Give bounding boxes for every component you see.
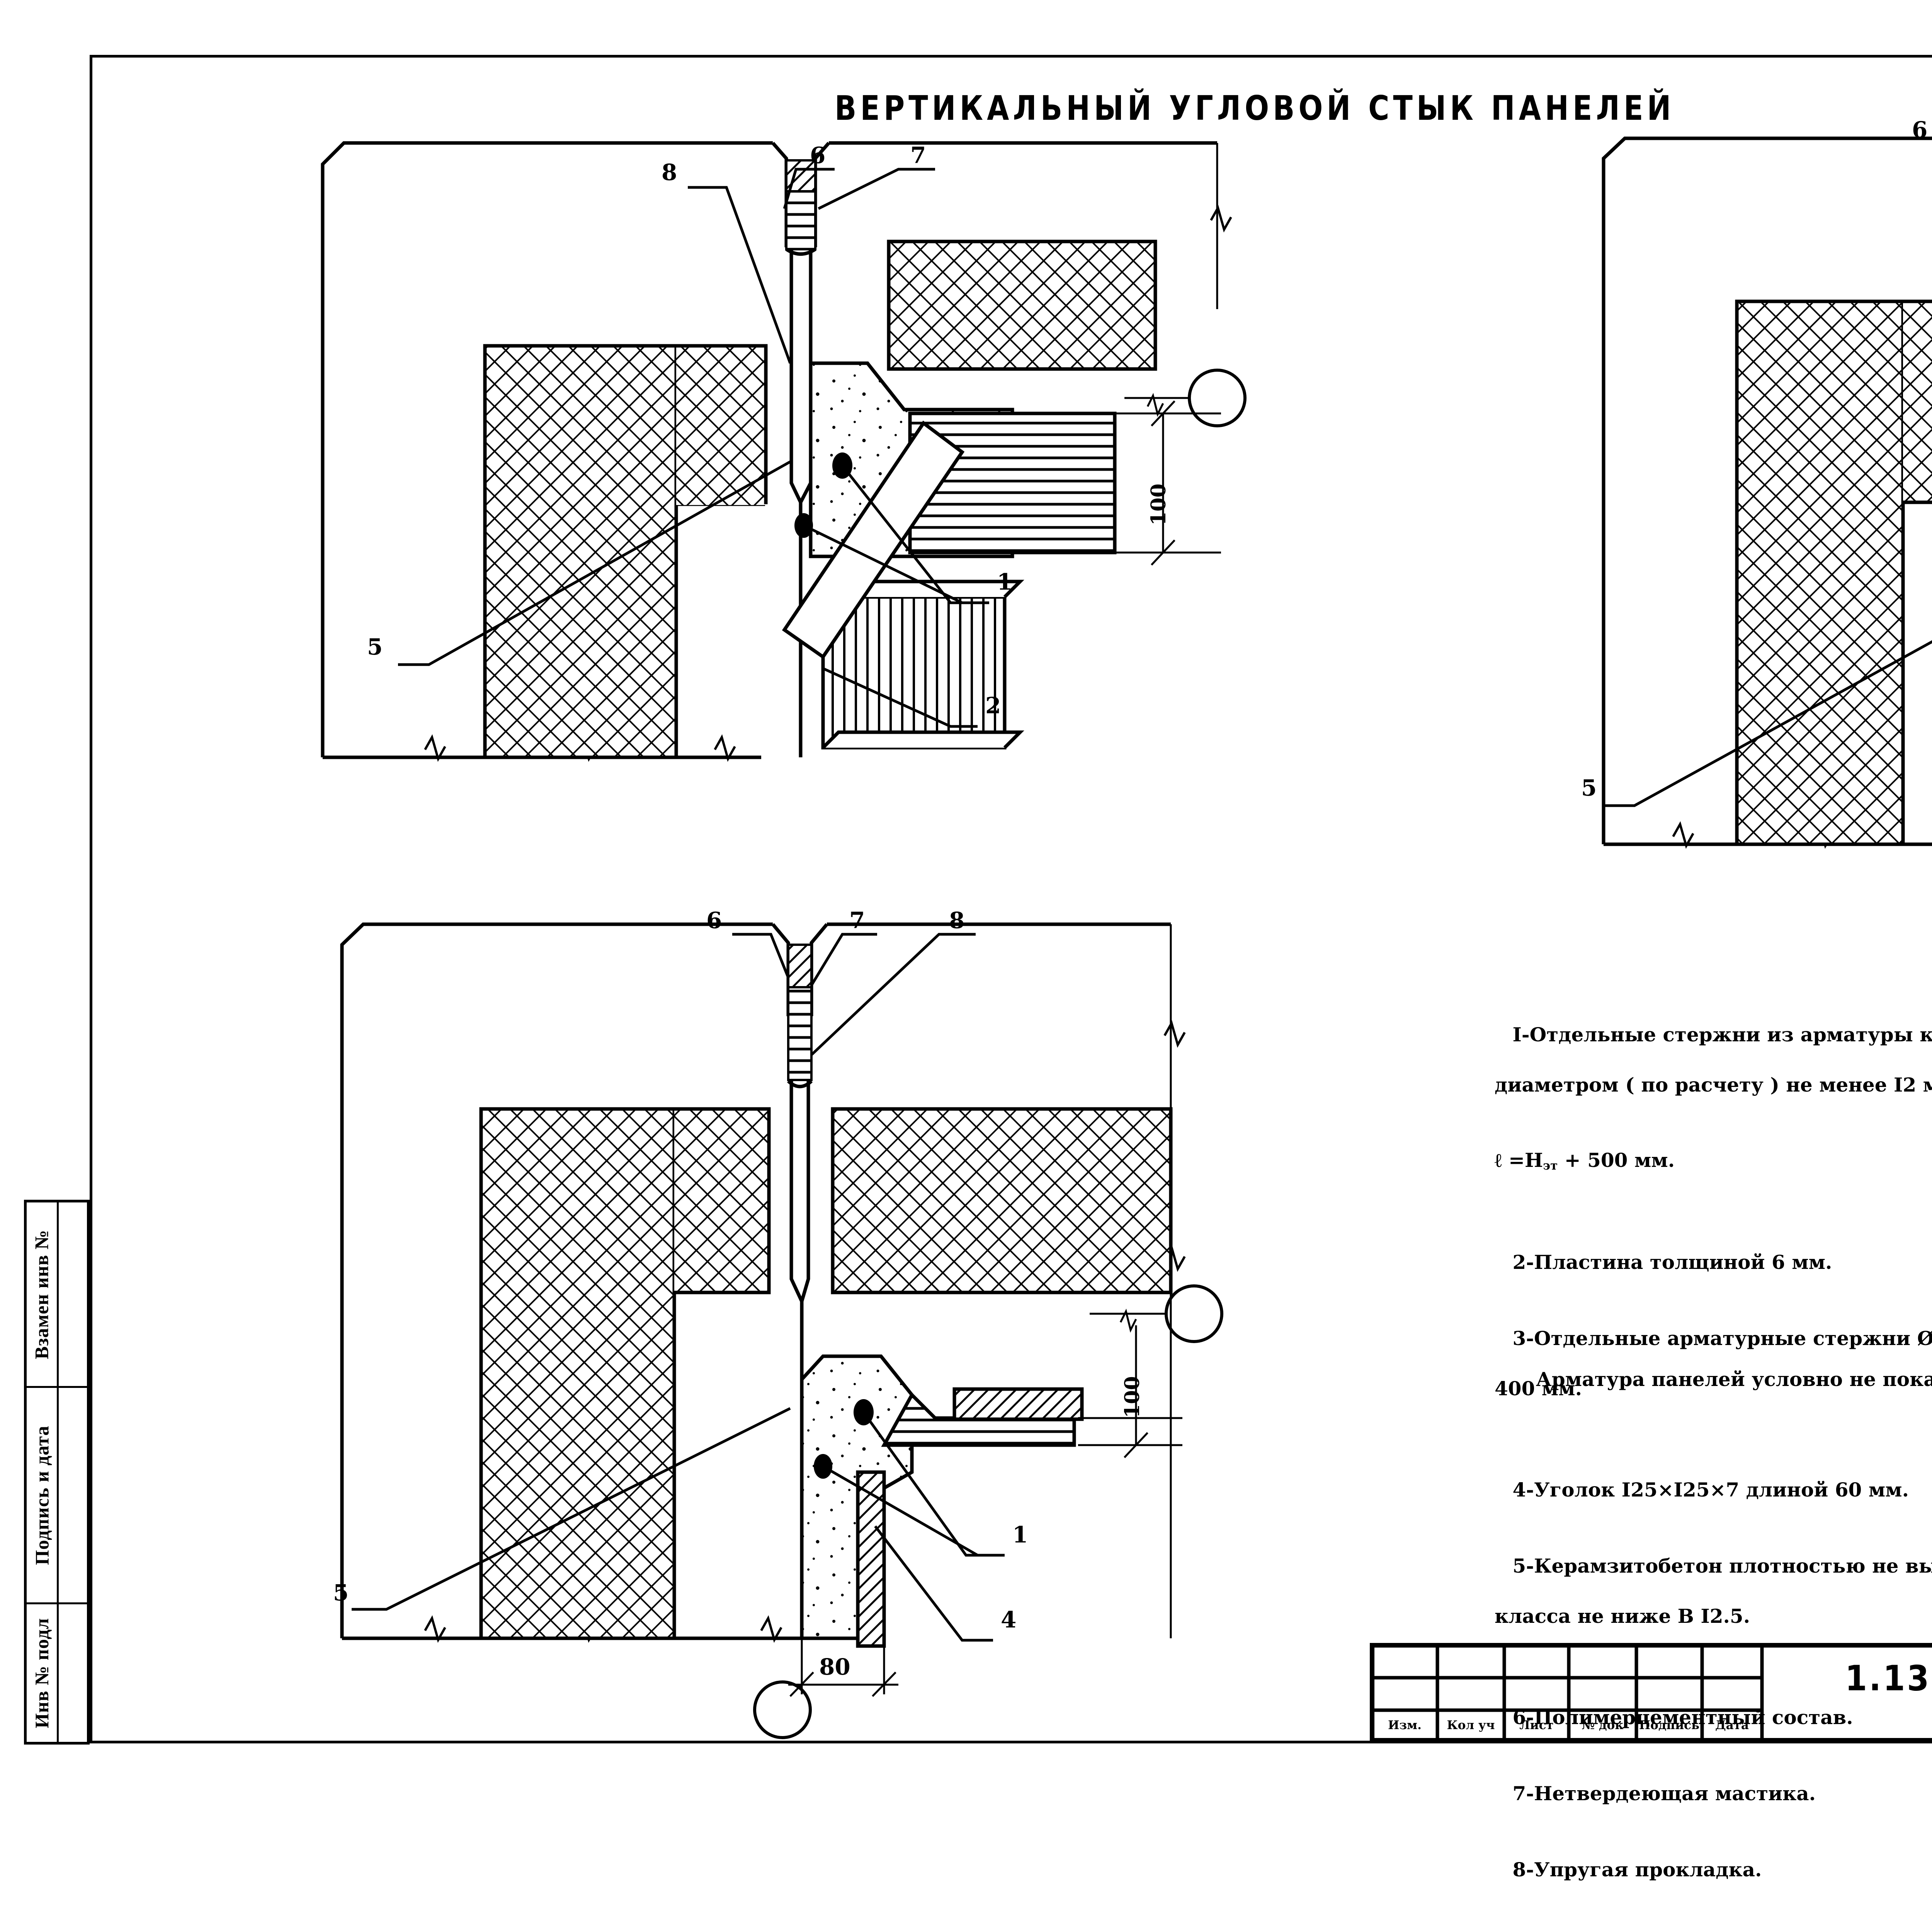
left-stamp-strip: Взамен инв № Подпись и дата Инв № подл (24, 1200, 90, 1745)
legend-item-1: I-Отдельные стержни из арматуры класса А… (1472, 997, 1932, 1224)
callout-6-bottom-left: 6 (706, 907, 722, 934)
detail-bottom-left: 6 7 8 5 1 4 100 80 (270, 869, 1260, 1704)
strip-label-zamen: Взамен инв № (31, 1229, 53, 1359)
callout-4-bottom-left: 4 (1001, 1607, 1017, 1633)
tb-col-podpis: Подпись (1639, 1718, 1700, 1732)
tb-col-data: Дата (1715, 1718, 1749, 1732)
legend-item-1-line3: ℓ =Hэт + 500 мм. (1472, 1148, 1932, 1173)
strip-right-rows (57, 1202, 90, 1742)
legend-item-1-formula-sub: эт (1543, 1158, 1558, 1173)
legend-item-1-formula-pre: ℓ =H (1495, 1149, 1543, 1172)
drawing-sheet: 43 Взамен инв № Подпись и дата Инв № под… (24, 55, 1932, 1881)
page-title: ВЕРТИКАЛЬНЫЙ УГЛОВОЙ СТЫК ПАНЕЛЕЙ (835, 89, 1675, 128)
legend-item-7: 7-Нетвердеющая мастика. (1472, 1756, 1932, 1831)
tb-col-list: Лист (1519, 1718, 1554, 1732)
callout-2-top-left: 2 (985, 692, 1001, 719)
drawing-frame (90, 55, 1932, 1743)
legend-item-7-line1: Нетвердеющая мастика. (1534, 1782, 1816, 1805)
callout-5-bottom-left: 5 (333, 1580, 349, 1606)
section-marker-bottom-left (746, 1673, 819, 1746)
detail-right: 6 7 8 5 1 3 100 80 (1507, 93, 1932, 966)
legend-item-2-line1: Пластина толщиной 6 мм. (1534, 1251, 1832, 1274)
legend-item-1-num: I- (1512, 1023, 1530, 1046)
title-block-header-row: Изм. Кол уч Лист № док Подпись Дата (1372, 1710, 1762, 1740)
strip-cell-zamen: Взамен инв № (27, 1202, 57, 1388)
tb-col-koluch: Кол уч (1447, 1718, 1495, 1732)
legend-item-7-num: 7- (1512, 1782, 1534, 1805)
legend-item-1-line1: Отдельные стержни из арматуры класса А-I… (1529, 1023, 1932, 1046)
dimension-80-bottom-left: 80 (819, 1654, 850, 1680)
callout-5-right: 5 (1581, 775, 1597, 801)
callout-1-top-left: 1 (997, 569, 1013, 595)
callout-1-bottom-left: 1 (1012, 1522, 1028, 1548)
legend-list: I-Отдельные стержни из арматуры класса А… (1472, 997, 1932, 1908)
legend-item-3-num: 3- (1512, 1327, 1534, 1350)
strip-label-podpis: Подпись и дата (31, 1425, 53, 1565)
drawing-code: 1.131.1 - 21.98.0 - СМ2 (1845, 1658, 1932, 1699)
legend-item-2: 2-Пластина толщиной 6 мм. (1472, 1224, 1932, 1300)
legend-item-1-line2: диаметром ( по расчету ) не менее I2 мм … (1495, 1073, 1932, 1096)
callout-8-bottom-left: 8 (949, 907, 965, 934)
legend-item-4-line1: Уголок I25×I25×7 длиной 60 мм. (1534, 1478, 1909, 1502)
strip-cell-inv: Инв № подл (27, 1604, 57, 1742)
legend-item-1-formula-post: + 500 мм. (1558, 1149, 1675, 1172)
strip-label-inv: Инв № подл (31, 1618, 53, 1728)
tb-col-izm: Изм. (1388, 1718, 1422, 1732)
callout-6-right: 6 (1912, 117, 1928, 143)
legend-item-3: 3-Отдельные арматурные стержни Ø I6 AI д… (1472, 1301, 1932, 1451)
callout-8-top-left: 8 (662, 159, 677, 185)
legend-item-2-num: 2- (1512, 1251, 1534, 1274)
callout-7-top-left: 7 (910, 142, 926, 168)
callout-7-bottom-left: 7 (849, 907, 865, 934)
legend-item-3-line2: 400 мм. (1495, 1377, 1582, 1400)
legend-note: Арматура панелей условно не показана. (1536, 1368, 1932, 1391)
strip-cell-podpis: Подпись и дата (27, 1388, 57, 1604)
legend-item-5-num: 5- (1512, 1554, 1534, 1578)
callout-5-top-left: 5 (367, 634, 383, 660)
legend-item-8-num: 8- (1512, 1858, 1534, 1881)
strip-divider (57, 1202, 59, 1742)
legend-item-5-line2: класса не ниже В I2.5. (1495, 1605, 1750, 1628)
legend-item-8-line1: Упругая прокладка. (1534, 1858, 1762, 1881)
legend-item-8: 8-Упругая прокладка. (1472, 1832, 1932, 1907)
title-block: Изм. Кол уч Лист № док Подпись Дата 1.13… (1370, 1642, 1932, 1743)
legend-item-4-num: 4- (1512, 1478, 1534, 1502)
legend-item-4: 4-Уголок I25×I25×7 длиной 60 мм. (1472, 1452, 1932, 1527)
dimension-100-bottom-left: 100 (1121, 1376, 1144, 1418)
legend-item-3-line1: Отдельные арматурные стержни Ø I6 AI дли… (1534, 1327, 1932, 1350)
dimension-100-top-left: 100 (1147, 483, 1170, 525)
callout-6-top-left: 6 (810, 142, 826, 168)
tb-col-numdok: № док (1582, 1718, 1624, 1732)
detail-top-left: 8 6 7 5 1 2 100 (270, 93, 1260, 862)
legend-item-5: 5-Керамзитобетон плотностью не выше I400… (1472, 1528, 1932, 1679)
legend-item-5-line1: Керамзитобетон плотностью не выше I400 к… (1534, 1554, 1932, 1578)
